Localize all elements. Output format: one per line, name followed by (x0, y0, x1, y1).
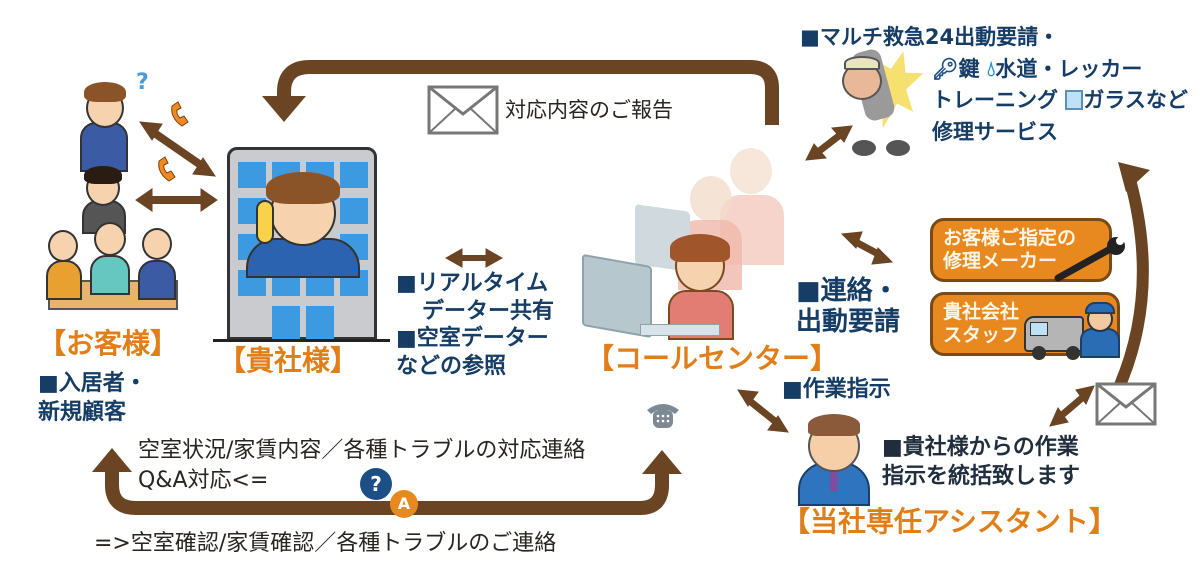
building-ground-line (213, 339, 390, 342)
customer-desc-line1: ■入居者・ (38, 371, 147, 396)
customer-illustration: ? (38, 70, 188, 320)
dispatch-line2: 出動要請 (796, 307, 901, 338)
mascot-illustration (838, 40, 928, 160)
glass-icon (1065, 90, 1084, 110)
envelope-icon (427, 85, 499, 135)
customer-desc-line2: 新規顧客 (38, 399, 127, 425)
customer-desc: ■入居者・ 新規顧客 (38, 370, 147, 427)
client-company-label: 【貴社様】 (218, 344, 359, 377)
assistant-label: 【当社専任アシスタント】 (782, 505, 1117, 538)
data-share-line1: ■リアルタイム (396, 271, 549, 296)
assistant-desc-line1: ■貴社様からの作業 (882, 435, 1079, 460)
telephone-icon (647, 404, 679, 428)
assistant-desc-line2: 指示を統括致します (882, 463, 1081, 489)
bottom-lower-text: =>空室確認/家賃確認／各種トラブルのご連絡 (94, 531, 557, 556)
assistant-desc: ■貴社様からの作業 指示を統括致します (882, 434, 1080, 491)
emergency-glass-label: ガラスなど (1083, 88, 1188, 112)
envelope-icon (1095, 382, 1157, 426)
qa-question-bubble: ? (360, 468, 392, 500)
qa-answer-bubble: A (390, 490, 418, 518)
emergency-water-label: 水道・レッカー (995, 56, 1143, 81)
customer-label: 【お客様】 (38, 327, 179, 360)
data-share-text: ■リアルタイム データー共有 ■空室データー などの参照 (396, 270, 554, 380)
emergency-key-label: 鍵 (958, 56, 980, 81)
water-drop-icon: 💧︎ (986, 56, 996, 81)
data-share-line4: などの参照 (396, 353, 507, 379)
company-staff-line1: 貴社会社 (943, 301, 1020, 323)
bottom-upper-line1: 空室状況/家賃内容／各種トラブルの対応連絡 (138, 438, 586, 463)
phone-icon (158, 156, 176, 182)
key-icon: 🔑︎ (932, 56, 959, 81)
report-label: 対応内容のご報告 (505, 98, 673, 122)
call-center-illustration (580, 140, 800, 340)
phone-icon (171, 101, 189, 127)
emergency-line1: ■マルチ救急24出動要請・ (800, 25, 1060, 49)
repair-maker-line1: お客様ご指定の (943, 227, 1077, 249)
question-mark-icon: ? (136, 70, 149, 95)
data-share-line2: データー共有 (422, 298, 555, 324)
emergency-line4: 修理サービス (932, 119, 1058, 144)
service-van-illustration (1024, 300, 1124, 362)
dispatch-line1: ■連絡・ (796, 276, 899, 306)
call-center-label: 【コールセンター】 (586, 342, 839, 375)
emergency-line3: トレーニング ガラスなど (800, 85, 1188, 117)
company-building (227, 147, 377, 340)
wrench-icon (1054, 237, 1125, 282)
emergency-training-label: トレーニング (932, 88, 1058, 112)
work-instruction-label: ■作業指示 (782, 377, 891, 402)
bottom-upper-line2: Q&A対応<= (138, 467, 269, 493)
company-staff-line2: スタッフ (943, 323, 1020, 346)
emergency-services-text: ■マルチ救急24出動要請・ 🔑︎鍵 💧︎水道・レッカー トレーニング ガラスなど… (800, 22, 1188, 148)
data-share-line3: ■空室データー (396, 326, 549, 351)
dispatch-text: ■連絡・ 出動要請 (796, 276, 900, 338)
assistant-illustration (796, 410, 872, 506)
emergency-line2: 🔑︎鍵 💧︎水道・レッカー (800, 54, 1188, 86)
bottom-upper-text: 空室状況/家賃内容／各種トラブルの対応連絡 Q&A対応<= (138, 436, 585, 495)
repair-maker-line2: 修理メーカー (943, 249, 1058, 272)
repair-maker-box: お客様ご指定の 修理メーカー (930, 218, 1112, 282)
